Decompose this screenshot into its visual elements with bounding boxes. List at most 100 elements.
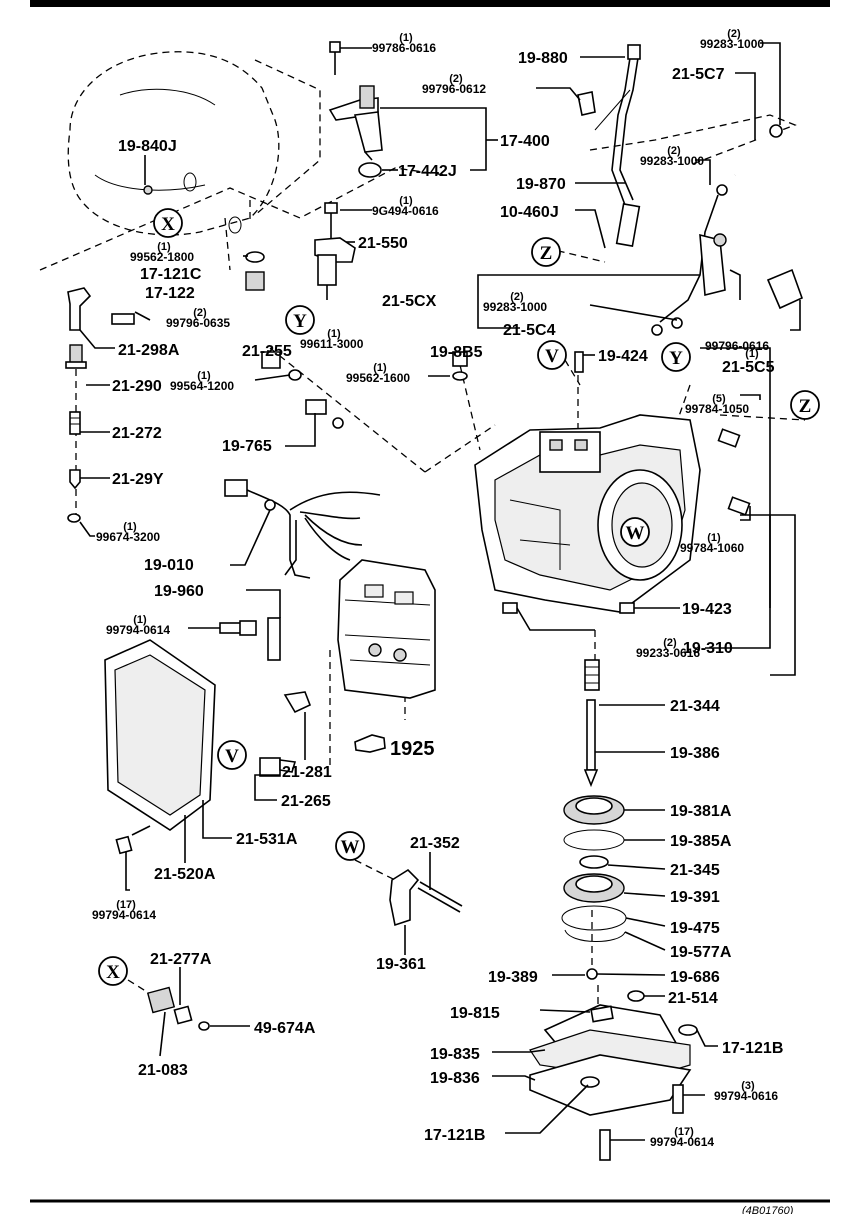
part-number: 99786-0616: [372, 41, 436, 55]
left-fittings-drawing: [65, 251, 584, 523]
part-number: 21-255: [242, 343, 292, 360]
part-quantity: (17): [674, 1126, 694, 1138]
part-label-p21_265: 21-265: [281, 793, 331, 810]
pointing-hand-icon: [354, 734, 386, 753]
part-number: 17-400: [500, 133, 550, 150]
part-label-p21_514: 21-514: [668, 990, 718, 1007]
part-number: 99794-0614: [106, 623, 170, 637]
part-label-p21_345: 21-345: [670, 862, 720, 879]
callout-w-case: W: [620, 517, 650, 547]
callout-z-right-letter: Z: [799, 396, 812, 417]
part-number: 99796-0612: [422, 82, 486, 96]
part-label-p19_835: 19-835: [430, 1046, 480, 1063]
part-label-p19_361: 19-361: [376, 956, 426, 973]
part-label-p19_381A: 19-381A: [670, 803, 732, 820]
part-label-p19_840J: 19-840J: [118, 138, 177, 155]
part-label-p99786_0616: 99786-0616(1): [372, 32, 436, 55]
part-number: 99784-1060: [680, 541, 744, 555]
accumulator-drawing: [146, 986, 210, 1031]
part-label-p99794_0614c: 99794-0614(17): [650, 1126, 714, 1149]
callout-x-bottom-letter: X: [106, 962, 120, 983]
part-number: 19-686: [670, 969, 720, 986]
part-number: 19-840J: [118, 138, 177, 155]
converter-housing-drawing: [67, 51, 280, 236]
part-label-p19_423: 19-423: [682, 601, 732, 618]
part-number: 99283-1000: [700, 37, 764, 51]
part-label-p19_310: 19-310: [683, 640, 733, 657]
part-number: 9G494-0616: [372, 204, 439, 218]
section-reference-number: 1925: [390, 738, 435, 760]
part-label-p17_121B_a: 17-121B: [722, 1040, 783, 1057]
callout-w-lever: W: [335, 831, 365, 861]
part-number: 19-836: [430, 1070, 480, 1087]
part-number: 21-281: [282, 764, 332, 781]
part-number: 19-960: [154, 583, 204, 600]
part-number: 21-272: [112, 425, 162, 442]
part-number: 21-277A: [150, 951, 212, 968]
part-number: 99794-0616: [714, 1089, 778, 1103]
control-valve-body-drawing: [219, 559, 436, 777]
part-number: 99796-0616: [705, 339, 769, 353]
part-number: 19-8B5: [430, 344, 483, 361]
part-number: 99611-3000: [300, 337, 364, 351]
part-number: 21-5C4: [503, 322, 556, 339]
part-number: 17-121C: [140, 266, 202, 283]
part-label-p99794_0614b: 99794-0614(17): [92, 899, 156, 922]
part-label-p21_281: 21-281: [282, 764, 332, 781]
servo-piston-stack-drawing: [561, 659, 627, 980]
part-label-p99794_0616: 99794-0616(3): [714, 1080, 778, 1103]
speed-sensor-drawing: [328, 41, 383, 178]
part-label-p17_400: 17-400: [500, 133, 550, 150]
part-number: 19-765: [222, 438, 272, 455]
part-number: 99283-1000: [640, 154, 704, 168]
part-number: 19-010: [144, 557, 194, 574]
part-label-p21_344: 21-344: [670, 698, 720, 715]
part-label-p17_121C: 17-121C: [140, 266, 202, 283]
part-label-p19_836: 19-836: [430, 1070, 480, 1087]
footer-code: (4B01760): [742, 1205, 794, 1214]
part-label-p19_960: 19-960: [154, 583, 204, 600]
part-labels: 99786-0616(1)19-88099283-1000(2)99796-06…: [92, 28, 783, 1149]
part-label-p9G494_0616: 9G494-0616(1): [372, 195, 439, 218]
callout-y-right-letter: Y: [669, 348, 683, 369]
part-quantity: (1): [399, 32, 413, 44]
part-quantity: (1): [745, 348, 759, 360]
part-label-p99794_0614a: 99794-0614(1): [106, 614, 170, 637]
callout-y-left-letter: Y: [293, 311, 307, 332]
part-label-p49_674A: 49-674A: [254, 1020, 316, 1037]
part-label-p99796_0635: 99796-0635(2): [166, 307, 230, 330]
part-number: 19-423: [682, 601, 732, 618]
part-label-p19_391: 19-391: [670, 889, 720, 906]
part-quantity: (1): [327, 328, 341, 340]
part-quantity: (1): [373, 362, 387, 374]
callout-y-left: Y: [285, 305, 315, 335]
callout-z-left: Z: [531, 237, 561, 267]
part-label-p21_352: 21-352: [410, 835, 460, 852]
part-number: 99794-0614: [92, 908, 156, 922]
part-label-p21_272: 21-272: [112, 425, 162, 442]
part-number: 19-386: [670, 745, 720, 762]
part-number: 19-870: [516, 176, 566, 193]
part-label-p19_010: 19-010: [144, 557, 194, 574]
callout-w-case-letter: W: [626, 523, 645, 544]
callout-w-lever-letter: W: [341, 837, 360, 858]
part-number: 19-310: [683, 640, 733, 657]
part-number: 21-531A: [236, 831, 298, 848]
part-label-p99674_3200: 99674-3200(1): [96, 521, 160, 544]
part-label-p19_8B5: 19-8B5: [430, 344, 483, 361]
part-label-p21_255: 21-255: [242, 343, 292, 360]
part-label-p21_520A: 21-520A: [154, 866, 216, 883]
part-number: 21-29Y: [112, 471, 164, 488]
part-quantity: (1): [399, 195, 413, 207]
part-label-p19_385A: 19-385A: [670, 833, 732, 850]
part-number: 21-5CX: [382, 293, 437, 310]
part-label-p19_389: 19-389: [488, 969, 538, 986]
part-label-p21_5C5: 21-5C5(1): [722, 348, 775, 376]
callout-v-top: V: [537, 340, 567, 370]
part-label-p21_298A: 21-298A: [118, 342, 180, 359]
part-number: 19-577A: [670, 944, 732, 961]
part-quantity: (1): [197, 370, 211, 382]
part-number: 99233-0616: [636, 646, 700, 660]
cooler-hose-drawing: [589, 124, 804, 336]
part-label-p19_475: 19-475: [670, 920, 720, 937]
